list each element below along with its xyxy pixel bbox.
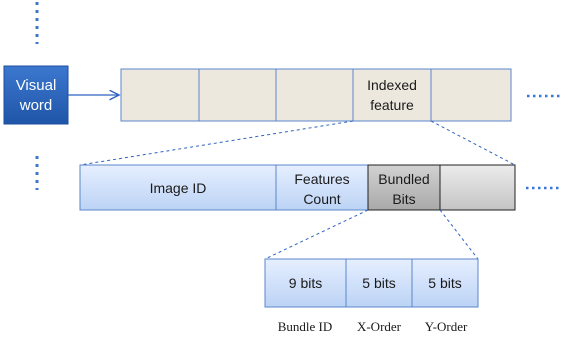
bundle-id-caption: Bundle ID bbox=[278, 319, 333, 334]
posting-list: Indexed feature bbox=[120, 68, 512, 122]
bits-expand-line-left bbox=[264, 209, 369, 260]
visual-word-line1: Visual bbox=[16, 77, 57, 94]
bits-expand-line-right bbox=[439, 209, 479, 260]
visual-word-line2: word bbox=[19, 97, 53, 114]
extra-cell bbox=[439, 164, 516, 211]
posting-cell-1 bbox=[120, 68, 200, 122]
bundled-bits-line1: Bundled bbox=[378, 171, 429, 187]
visual-word-box: Visual word bbox=[3, 65, 69, 125]
expand-line-right bbox=[430, 120, 516, 166]
expand-line-left bbox=[79, 120, 354, 166]
image-id-cell bbox=[79, 164, 277, 211]
x-order-bits-label: 5 bits bbox=[362, 275, 395, 291]
features-count-line1: Features bbox=[294, 171, 349, 187]
posting-cell-2 bbox=[198, 68, 277, 122]
posting-cell-5 bbox=[430, 68, 512, 122]
bundled-bits-line2: Bits bbox=[392, 191, 415, 207]
features-count-line2: Count bbox=[303, 191, 340, 207]
posting-cell-3 bbox=[275, 68, 354, 122]
y-order-bits-cell bbox=[411, 258, 479, 308]
bundle-id-bits-cell bbox=[264, 258, 347, 308]
feature-record: Image ID Features Count Bundled Bits bbox=[79, 164, 516, 211]
indexed-feature-line2: feature bbox=[370, 97, 414, 113]
bit-fields: 9 bits 5 bits 5 bits bbox=[264, 258, 479, 308]
bundle-id-bits-label: 9 bits bbox=[289, 275, 322, 291]
image-id-label: Image ID bbox=[150, 180, 207, 196]
x-order-bits-cell bbox=[345, 258, 413, 308]
x-order-caption: X-Order bbox=[357, 319, 402, 334]
indexed-feature-line1: Indexed bbox=[367, 77, 417, 93]
y-order-bits-label: 5 bits bbox=[428, 275, 461, 291]
y-order-caption: Y-Order bbox=[425, 319, 468, 334]
